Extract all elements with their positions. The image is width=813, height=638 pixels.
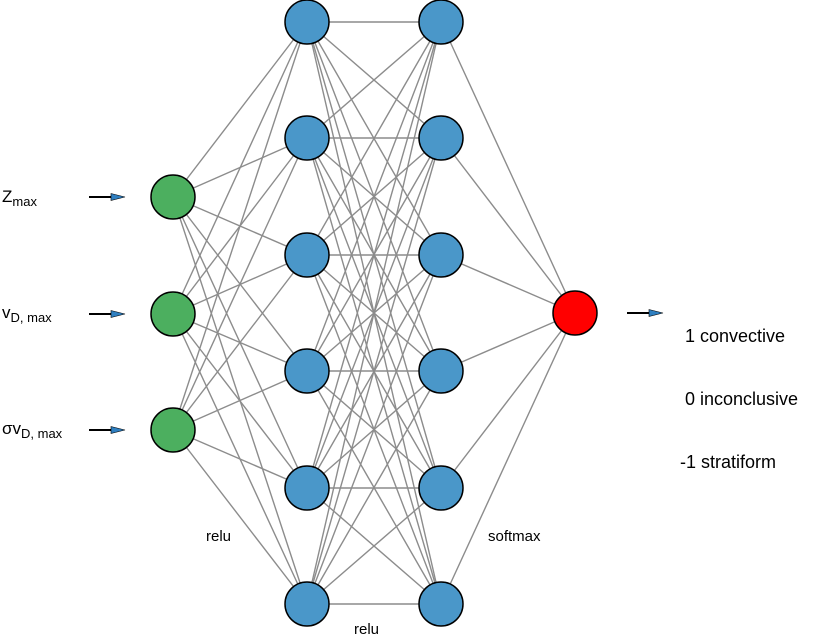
hidden2-node <box>418 115 464 161</box>
edge <box>306 21 442 605</box>
edge <box>306 21 442 372</box>
arrow-icon <box>89 193 126 201</box>
edge <box>440 21 576 314</box>
edge <box>440 312 576 489</box>
hidden2-node <box>418 581 464 627</box>
hidden2-node <box>418 232 464 278</box>
activation-label-layer1: relu <box>206 528 232 545</box>
input-label-vdmax: vD, max <box>2 303 52 325</box>
edge <box>172 370 308 431</box>
edge <box>306 137 442 605</box>
edge <box>172 21 308 431</box>
edges <box>172 21 576 605</box>
edge <box>306 21 442 256</box>
activation-label-output: softmax <box>488 528 541 545</box>
hidden1-node <box>284 232 330 278</box>
edge <box>172 254 308 431</box>
edge <box>172 21 308 315</box>
edge <box>172 21 308 198</box>
edge <box>306 487 442 605</box>
output-classes: 1 convective 0 inconclusive -1 stratifor… <box>680 284 798 494</box>
output-class-inconclusive: 0 inconclusive <box>680 389 799 409</box>
edge <box>440 137 576 314</box>
arrow-icon <box>89 310 126 318</box>
edge <box>306 21 442 139</box>
edge <box>306 21 442 489</box>
edge <box>172 429 308 489</box>
input-node <box>150 174 196 220</box>
hidden1-node <box>284 115 330 161</box>
arrow-icon <box>627 309 664 317</box>
output-class-stratiform: -1 stratiform <box>680 452 777 472</box>
edge <box>306 254 442 605</box>
input-node <box>150 291 196 337</box>
input-label-sigma-vdmax: σvD, max <box>2 419 63 441</box>
edge <box>172 429 308 605</box>
hidden1-node <box>284 465 330 511</box>
edge <box>306 370 442 605</box>
edge <box>172 137 308 431</box>
hidden2-node <box>418 348 464 394</box>
input-label-zmax: Zmax <box>2 187 37 209</box>
hidden2-node <box>418 465 464 511</box>
hidden1-node <box>284 348 330 394</box>
output-node <box>552 290 598 336</box>
output-class-convective: 1 convective <box>680 326 786 346</box>
arrow-icon <box>89 426 126 434</box>
edge <box>440 254 576 314</box>
activation-label-layer2: relu <box>354 621 380 638</box>
input-node <box>150 407 196 453</box>
hidden2-node <box>418 0 464 45</box>
hidden1-node <box>284 581 330 627</box>
edge <box>440 312 576 372</box>
edge <box>440 312 576 605</box>
hidden1-node <box>284 0 330 45</box>
